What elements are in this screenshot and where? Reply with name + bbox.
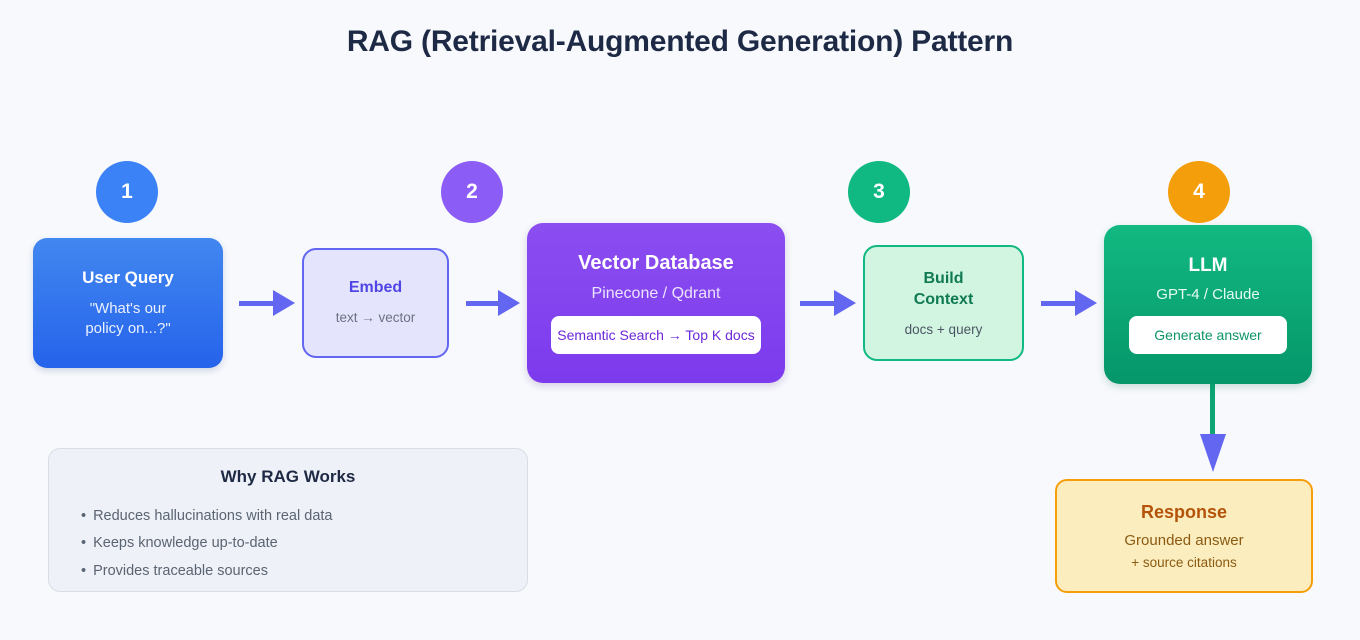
- node-vector-database-title: Vector Database: [578, 251, 734, 274]
- node-vector-database-subtitle: Pinecone / Qdrant: [591, 284, 721, 302]
- node-llm[interactable]: LLM GPT-4 / Claude Generate answer: [1104, 225, 1312, 384]
- step-badge-4-number: 4: [1193, 180, 1205, 203]
- arrow-head-icon: [834, 290, 856, 316]
- arrow-build-context-to-llm: [1041, 290, 1097, 316]
- node-build-context-title: Build Context: [914, 268, 974, 311]
- arrow-head-down-icon: [1200, 434, 1226, 472]
- arrow-head-icon: [1075, 290, 1097, 316]
- node-user-query[interactable]: User Query "What's our policy on...?": [33, 238, 223, 368]
- node-build-context-title-line1: Build: [923, 269, 964, 287]
- step-badge-1: 1: [96, 161, 158, 223]
- node-llm-generate-answer-pill[interactable]: Generate answer: [1129, 316, 1287, 355]
- node-response[interactable]: Response Grounded answer + source citati…: [1055, 479, 1313, 593]
- step-badge-2-number: 2: [466, 180, 478, 203]
- node-user-query-subtitle: "What's our policy on...?": [85, 299, 170, 338]
- arrow-shaft: [800, 300, 834, 306]
- list-item: • Keeps knowledge up-to-date: [81, 530, 527, 557]
- arrow-user-query-to-embed: [239, 290, 295, 316]
- node-build-context[interactable]: Build Context docs + query: [863, 245, 1024, 361]
- arrow-llm-to-response: [1200, 384, 1226, 478]
- node-llm-subtitle: GPT-4 / Claude: [1156, 285, 1260, 303]
- node-vector-database-pill[interactable]: Semantic Search → Top K docs: [551, 316, 761, 355]
- arrow-embed-to-vector-db: [466, 290, 520, 316]
- arrow-shaft: [1041, 300, 1075, 306]
- arrow-head-icon: [273, 290, 295, 316]
- bullet-icon: •: [81, 562, 87, 579]
- step-badge-4: 4: [1168, 161, 1230, 223]
- node-user-query-subtitle-line1: "What's our: [89, 300, 167, 318]
- node-llm-title: LLM: [1188, 254, 1228, 276]
- panel-why-rag-works: Why RAG Works • Reduces hallucinations wi…: [48, 448, 528, 592]
- node-user-query-title: User Query: [82, 267, 174, 287]
- node-build-context-subtitle: docs + query: [904, 321, 983, 337]
- node-vector-database[interactable]: Vector Database Pinecone / Qdrant Semant…: [527, 223, 785, 383]
- panel-why-rag-works-title: Why RAG Works: [220, 467, 356, 486]
- bullet-icon: •: [81, 535, 87, 552]
- list-item-label: Keeps knowledge up-to-date: [93, 535, 278, 552]
- node-build-context-title-line2: Context: [913, 291, 974, 309]
- arrow-vector-db-to-build-context: [800, 290, 856, 316]
- bullet-icon: •: [81, 508, 87, 524]
- node-embed-subtitle: text → vector: [335, 310, 416, 326]
- node-response-title: Response: [1140, 502, 1228, 523]
- arrow-shaft-vertical: [1210, 384, 1215, 440]
- list-item: • Reduces hallucinations with real data: [81, 503, 527, 530]
- list-item-label: Reduces hallucinations with real data: [93, 508, 333, 524]
- step-badge-2: 2: [441, 161, 503, 223]
- step-badge-3-number: 3: [873, 180, 885, 203]
- node-response-subtitle: Grounded answer: [1124, 532, 1244, 550]
- step-badge-1-number: 1: [121, 180, 133, 203]
- node-embed[interactable]: Embed text → vector: [302, 248, 449, 358]
- step-badge-3: 3: [848, 161, 910, 223]
- node-user-query-subtitle-line2: policy on...?": [85, 319, 171, 337]
- list-item-label: Provides traceable sources: [93, 562, 268, 579]
- arrow-head-icon: [498, 290, 520, 316]
- arrow-shaft: [466, 300, 498, 306]
- node-response-subtitle-2: + source citations: [1131, 554, 1237, 570]
- list-item: • Provides traceable sources: [81, 558, 527, 585]
- page-title: RAG (Retrieval-Augmented Generation) Pat…: [346, 25, 1014, 58]
- arrow-shaft: [239, 300, 273, 306]
- node-embed-title: Embed: [348, 279, 403, 297]
- panel-why-rag-works-list: • Reduces hallucinations with real data •…: [49, 503, 527, 585]
